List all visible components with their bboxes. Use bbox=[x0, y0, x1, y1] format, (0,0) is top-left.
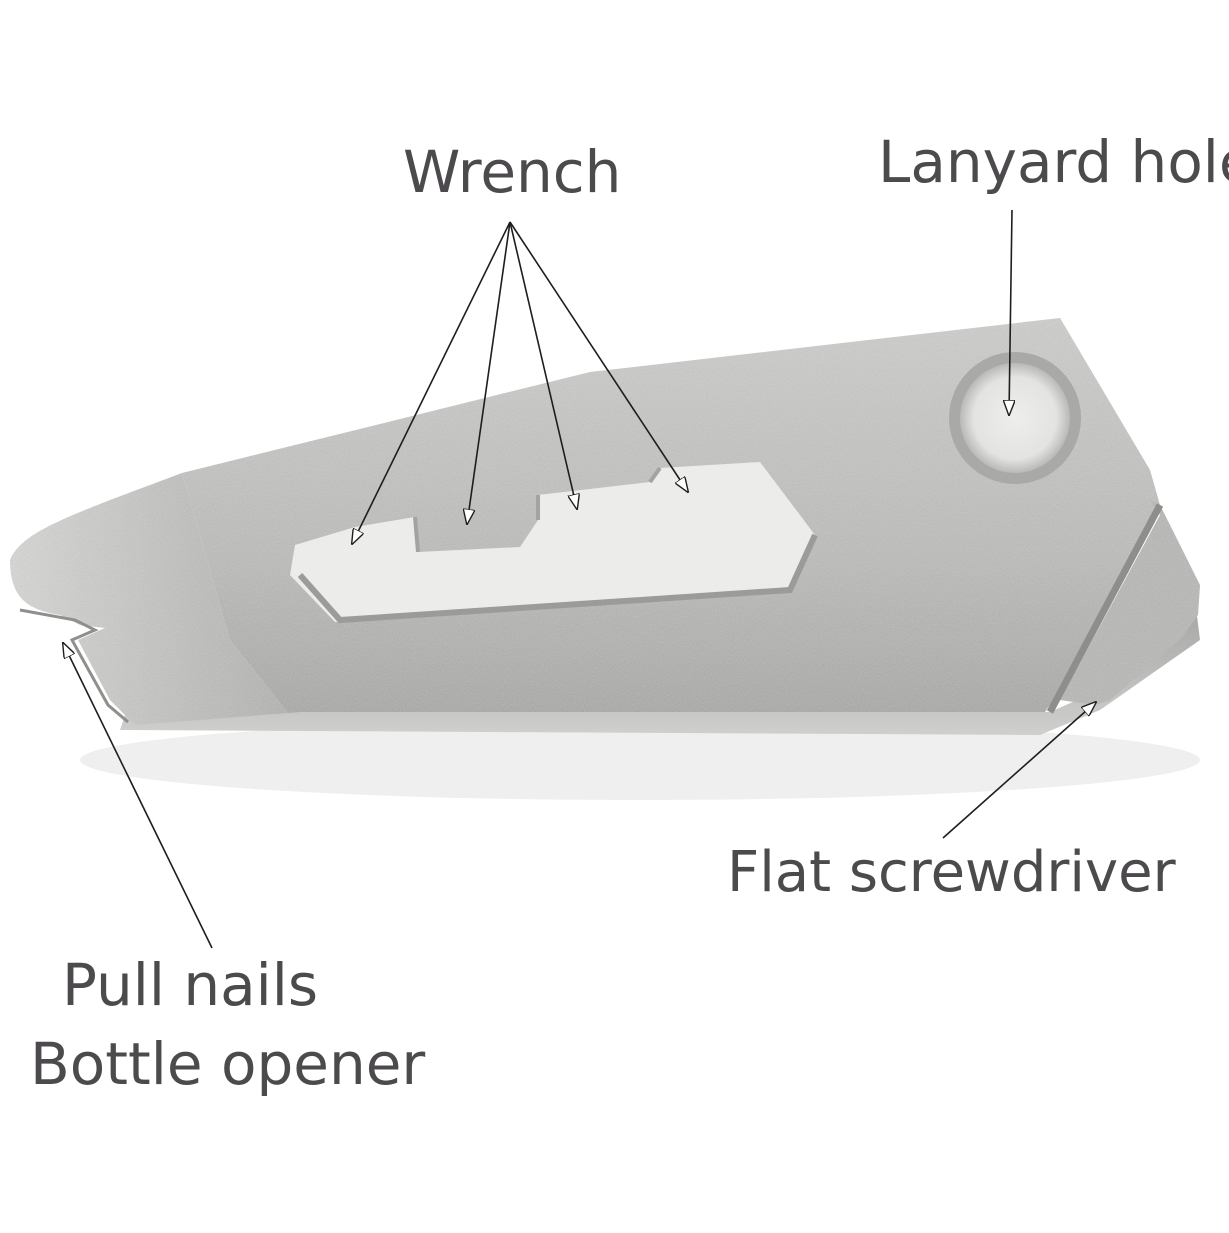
wrench-arrow-2 bbox=[467, 221, 511, 524]
tip-notch bbox=[19, 608, 129, 724]
screwdriver-bevel bbox=[1046, 503, 1164, 714]
screwdriver-end bbox=[1060, 500, 1200, 705]
wrench-arrow-4 bbox=[509, 221, 688, 492]
lanyard-hole-label: Lanyard hole bbox=[878, 128, 1229, 196]
wrench-slot-inner-wall bbox=[297, 533, 818, 624]
pull-nails-arrow bbox=[63, 643, 213, 949]
wrench-steps bbox=[413, 466, 662, 553]
wrench-arrow-3 bbox=[509, 221, 577, 509]
annotation-arrows bbox=[63, 209, 1096, 949]
wrench-slot bbox=[290, 462, 815, 622]
nail-puller-tip bbox=[10, 473, 288, 725]
flat-screwdriver-label: Flat screwdriver bbox=[727, 840, 1176, 905]
tool-shadow bbox=[80, 720, 1200, 800]
lanyard-arrow bbox=[1009, 209, 1012, 415]
screwdriver-arrow bbox=[942, 702, 1096, 839]
wrench-label: Wrench bbox=[403, 138, 622, 206]
wrench-arrow-1 bbox=[352, 221, 511, 544]
pull-nails-label: Pull nails bbox=[62, 951, 319, 1019]
bottle-opener-label: Bottle opener bbox=[30, 1030, 426, 1098]
lanyard-hole bbox=[960, 363, 1070, 473]
tool-bottom-edge bbox=[120, 600, 1200, 735]
